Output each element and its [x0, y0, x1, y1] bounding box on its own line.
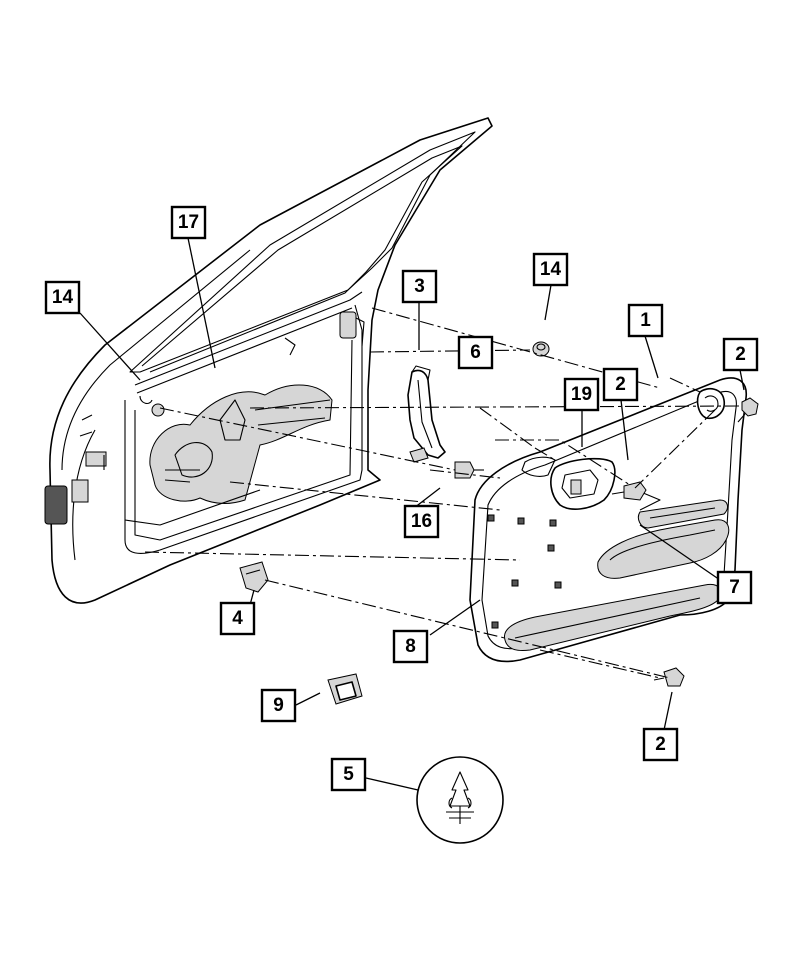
door-pull-cup: [597, 519, 730, 579]
callout-1: 1: [627, 303, 664, 338]
callout-4: 4: [219, 601, 256, 636]
upper-hinge: [85, 451, 107, 467]
callout-label: 2: [655, 734, 666, 755]
callout-label: 4: [232, 608, 243, 629]
callout-7: 7: [716, 570, 753, 605]
screw-2-upper: [737, 397, 759, 423]
callout-label: 5: [343, 764, 354, 785]
callout-label: 7: [729, 577, 740, 598]
callout-label: 8: [405, 636, 416, 657]
callout-2-upper: 2: [722, 337, 759, 372]
trim-clip-markers: [487, 514, 562, 629]
plug-9: [327, 673, 363, 705]
callout-label: 14: [52, 287, 74, 308]
trim-bracket: [407, 365, 446, 463]
callout-label: 14: [540, 259, 562, 280]
switch-bezel: [637, 499, 728, 529]
leader-lines: [79, 237, 745, 791]
callout-label: 6: [470, 342, 481, 363]
callout-3: 3: [401, 269, 438, 304]
callout-label: 16: [411, 511, 432, 532]
alignment-lines: [144, 307, 741, 679]
callout-9: 9: [260, 688, 297, 723]
screw-2-middle: [611, 481, 647, 501]
fasteners: [239, 341, 759, 705]
callout-label: 3: [414, 276, 425, 297]
clip-4: [239, 561, 269, 593]
callout-17: 17: [170, 205, 207, 240]
callout-2-middle: 2: [602, 367, 639, 402]
callout-2-lower: 2: [642, 727, 679, 762]
screw-16: [454, 461, 484, 479]
window-regulator: [149, 384, 333, 504]
callout-19: 19: [563, 377, 600, 412]
door-check-strap: [44, 485, 68, 525]
callout-label: 2: [735, 344, 746, 365]
callout-label: 2: [615, 374, 626, 395]
callout-label: 17: [178, 212, 199, 233]
callout-14-left: 14: [44, 280, 81, 315]
callout-16: 16: [403, 504, 440, 539]
callout-6: 6: [457, 335, 494, 370]
push-pin-clip: [151, 403, 165, 417]
handle-lever: [570, 479, 582, 495]
lower-hinge: [71, 479, 89, 503]
callout-14-right: 14: [532, 252, 569, 287]
callout-label: 9: [273, 695, 284, 716]
callout-5: 5: [330, 757, 367, 792]
callout-label: 19: [571, 384, 592, 405]
door-shell: [44, 117, 493, 604]
callout-8: 8: [392, 629, 429, 664]
screw-2-lower: [653, 667, 685, 687]
door-trim-panel: [469, 377, 747, 663]
callout-label: 1: [640, 310, 651, 331]
door-latch: [339, 311, 357, 339]
inside-handle-bezel: [550, 457, 616, 510]
tweeter-grille: [696, 387, 726, 420]
clip-detail-view: [416, 756, 504, 844]
clip-6: [532, 341, 550, 357]
